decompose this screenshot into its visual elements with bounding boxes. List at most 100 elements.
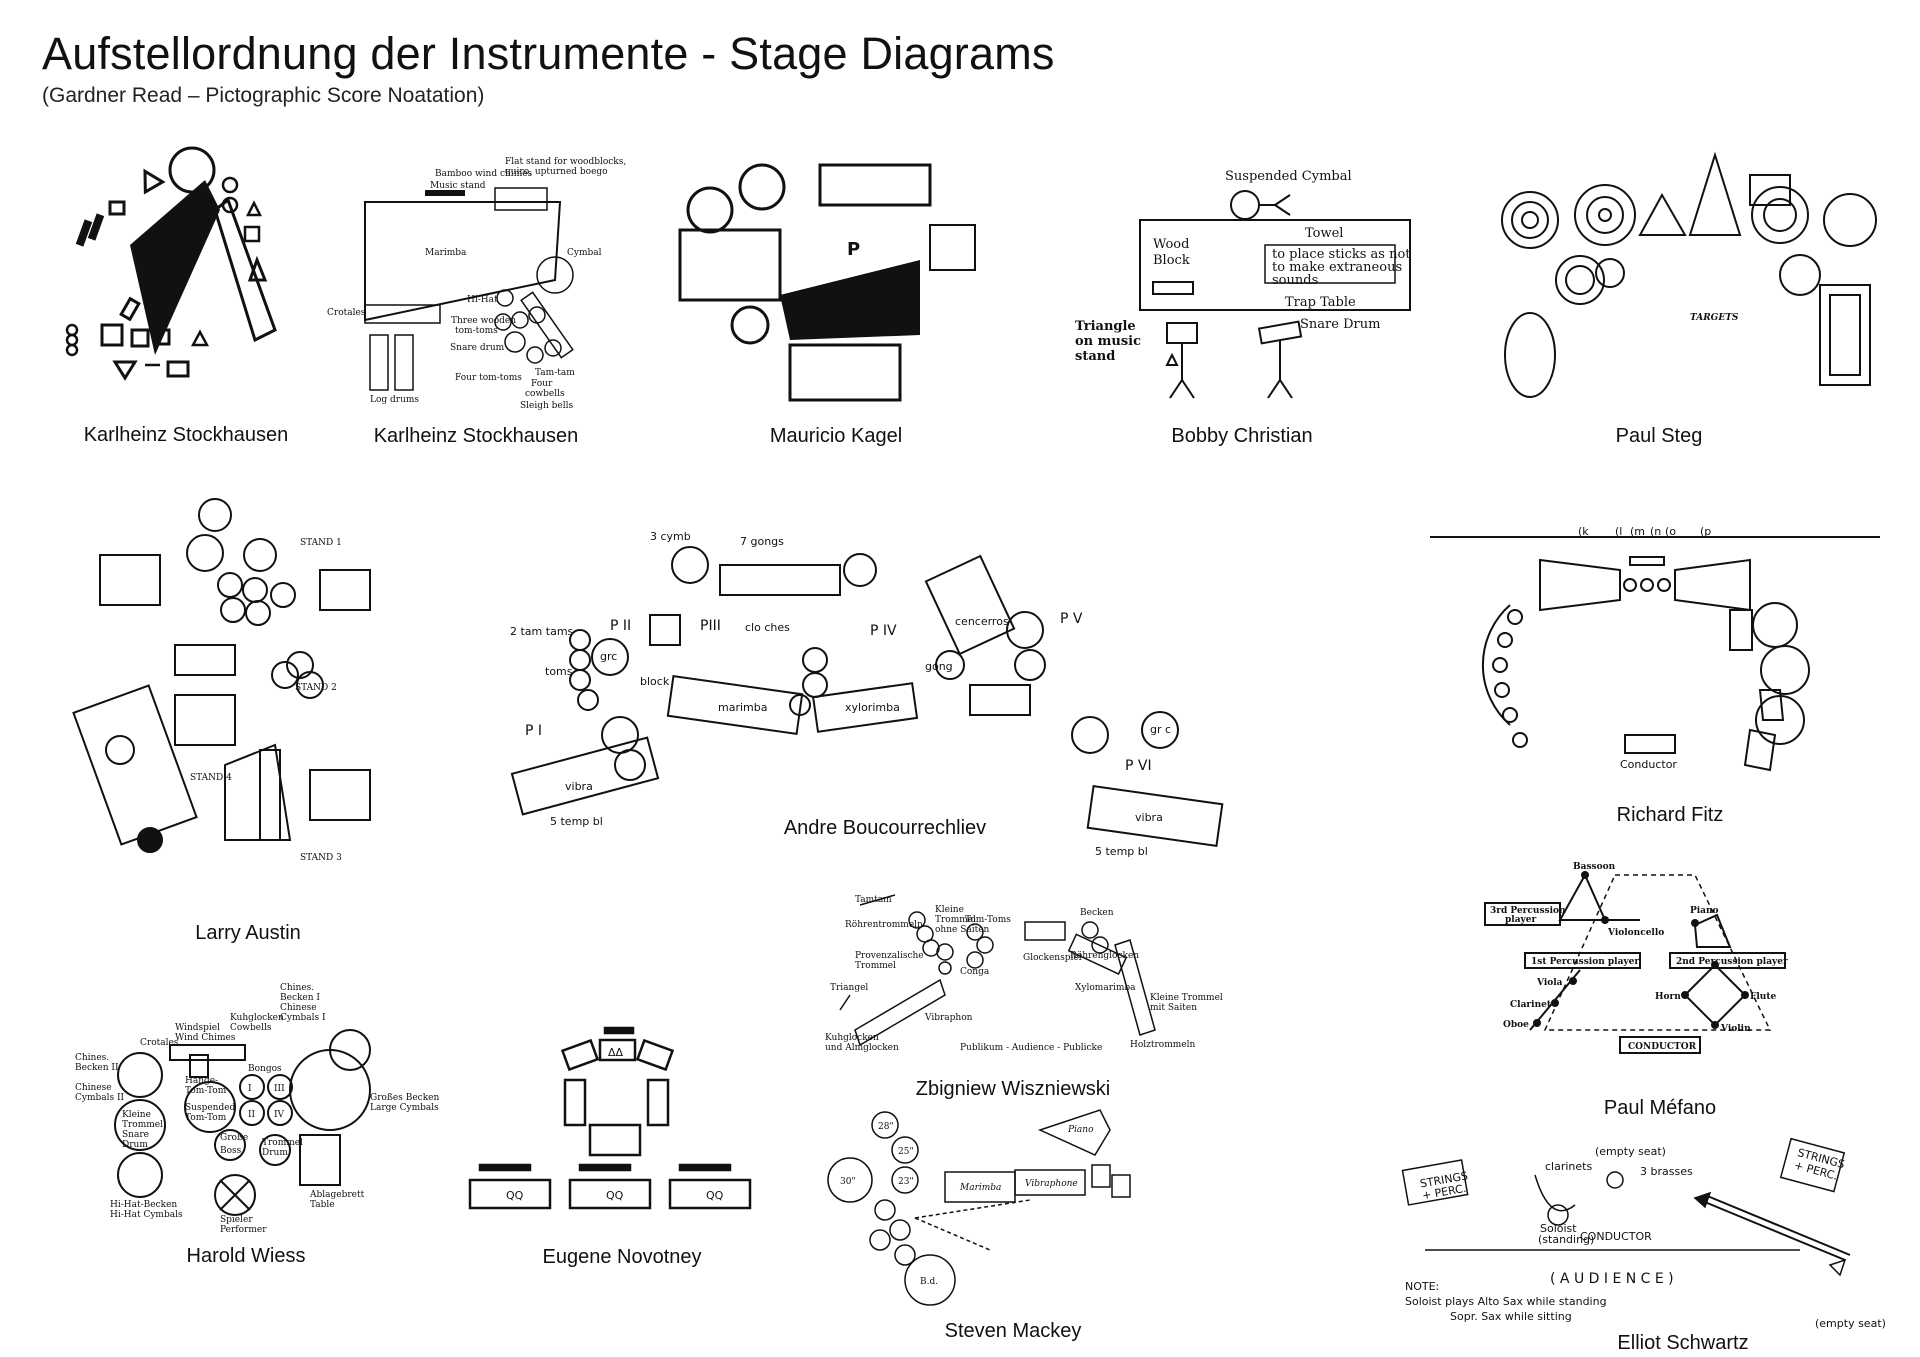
mackey-dashed-b [914,1217,991,1251]
caption-mefano: Paul Méfano [1603,1097,1717,1119]
fitz-p-label: (p [1700,525,1711,538]
caption-kagel: Mauricio Kagel [769,425,903,447]
fitz-left-drum-c [1492,657,1508,673]
wiess-bongos: Bongos [248,1064,282,1074]
mefano-third-label: 3rd Percussion [1490,906,1566,916]
wiszniewski-tamtam [859,894,896,906]
steg-targets-label: TARGETS [1690,313,1739,323]
stockhausen-2-crotales-label: Crotales [327,308,366,318]
kagel-drawing: P [678,163,976,402]
novotney-tri-center [598,1038,637,1062]
wiszniewski-xylomarimba-label: Xylomarimba [1075,983,1136,993]
boucourechliev-xylorimba-label: xylorimba [845,701,900,714]
christian-towel [1264,244,1396,284]
diagram-stockhausen-1 [65,140,290,405]
stockhausen-1-dot-b [65,333,79,347]
caption-boucourechliev: Andre Boucourrechliev [783,817,987,839]
mefano-dot-oboe [1533,1019,1541,1027]
stockhausen-1-square-b [243,225,261,243]
steg-target-c [1751,186,1809,244]
boucourechliev-marimba-label: marimba [718,701,767,714]
mefano-third-label-2: player [1505,915,1536,925]
christian-triangle-label-2: on music [1075,334,1141,349]
wiszniewski-roehrentrommeln-label: Röhrentrommeln [845,920,923,930]
austin-circle-b [186,534,224,572]
christian-cymbal [1230,190,1260,220]
diagram-novotney: ΔΔ QQ QQ QQ [468,1020,760,1220]
austin-circle-d [217,572,243,598]
wiess-kuhglocken: Kuhglocken [230,1013,284,1023]
mefano-conductor-label: CONDUCTOR [1628,1042,1697,1052]
stockhausen-1-dot-c [65,343,79,357]
stockhausen-2-cymbal-label: Cymbal [567,248,602,258]
novotney-delta-label: ΔΔ [608,1046,624,1059]
schwartz-soloist-circle [1547,1204,1569,1226]
wiess-performer-label: Performer [220,1225,267,1235]
stockhausen-2-log-drums-label: Log drums [370,395,419,405]
caption-christian: Bobby Christian [1171,425,1313,447]
wiess-drum [259,1134,291,1166]
schwartz-note-2: Sopr. Sax while sitting [1450,1310,1572,1323]
wiess-snare-label: Snare [122,1130,149,1140]
stockhausen-2-tamtam [520,291,574,359]
diagram-mefano: Bassoon Piano 3rd Percussion player Viol… [1484,855,1815,1085]
christian-triangle-stand [1166,322,1198,344]
caption-wiszniewski: Zbigniew Wiszniewski [915,1078,1111,1100]
schwartz-note-1: Soloist plays Alto Sax while standing [1405,1295,1607,1308]
schwartz-strings-left [1401,1159,1469,1206]
fitz-trap-b [1743,728,1777,772]
novotney-station-a [468,1178,552,1210]
steg-target-e-ring [1565,265,1595,295]
boucourechliev-p4-label: P IV [870,623,897,639]
stockhausen-2-flat-stand [494,187,548,211]
christian-snare [1257,320,1303,345]
stockhausen-2-hihat [496,289,514,307]
novotney-center [588,1123,642,1157]
kagel-box-bottom [788,343,902,402]
steg-target-d [1823,193,1877,247]
boucourechliev-vibra-label: vibra [565,780,593,793]
kagel-circle-b [738,163,786,211]
wiess-chinese-cymbal-2 [117,1052,163,1098]
wiess-trommel-2: Trommel [262,1138,303,1148]
diagram-schwartz: STRINGS + PERC. STRINGS + PERC. clarinet… [1400,1115,1886,1330]
wiess-chines-4: Cymbals I [280,1013,326,1023]
boucourechliev-grc-label: grc [600,650,617,663]
fitz-timpani-b [1760,645,1810,695]
wiszniewski-glockenspiel [1024,921,1066,941]
kagel-box-right [929,224,976,271]
mefano-violoncello-label: Violoncello [1607,928,1664,938]
fitz-k-label: (k [1578,525,1589,538]
boucourechliev-vibra-1 [510,736,660,816]
boucourechliev-center-drum-b [802,672,828,698]
stockhausen-2-flat-stand-label-2: guiro, upturned boego [505,167,608,177]
boucourechliev-clo-label: clo ches [745,621,790,634]
schwartz-audience: ( A U D I E N C E ) [1550,1271,1674,1287]
wiess-haenge: Hänge- [185,1076,218,1086]
wiess-bass-drum [214,1129,246,1161]
wiess-performer [214,1174,256,1216]
mefano-bassoon-label: Bassoon [1573,862,1616,872]
caption-schwartz: Elliot Schwartz [1617,1332,1749,1354]
christian-snare-label: Snare Drum [1300,317,1380,332]
austin-circle-e [242,577,268,603]
wiess-boss: Boss [220,1146,242,1156]
boucourechliev-p6-label: P VI [1125,758,1152,774]
boucourechliev-xylorimba [811,682,919,733]
stockhausen-1-square-c [100,323,124,347]
stockhausen-1-drawing [65,146,277,381]
wiess-ablage: Ablagebrett [309,1190,365,1200]
diagram-steg: TARGETS [1500,151,1880,410]
mefano-dot-horn [1681,991,1689,999]
caption-austin: Larry Austin [195,922,301,944]
austin-stand-1-staff [99,554,161,606]
mackey-drawing: 28" 25" 30" 23" Marimba Vibraphone Piano… [827,1109,1131,1306]
fitz-conductor-label: Conductor [1620,758,1677,771]
diagram-austin: STAND 1 STAND 2 STAND 3 STAND 4 [72,495,395,900]
wiszniewski-publikum-label: Publikum - Audience - Publicke [960,1043,1102,1053]
stockhausen-1-small-circle-a [221,176,239,194]
austin-stand-3-body [224,743,292,841]
boucourechliev-temp-label: 5 temp bl [550,815,603,828]
steg-target-a-ring [1511,201,1549,239]
boucourechliev-cymb-a [671,546,709,584]
